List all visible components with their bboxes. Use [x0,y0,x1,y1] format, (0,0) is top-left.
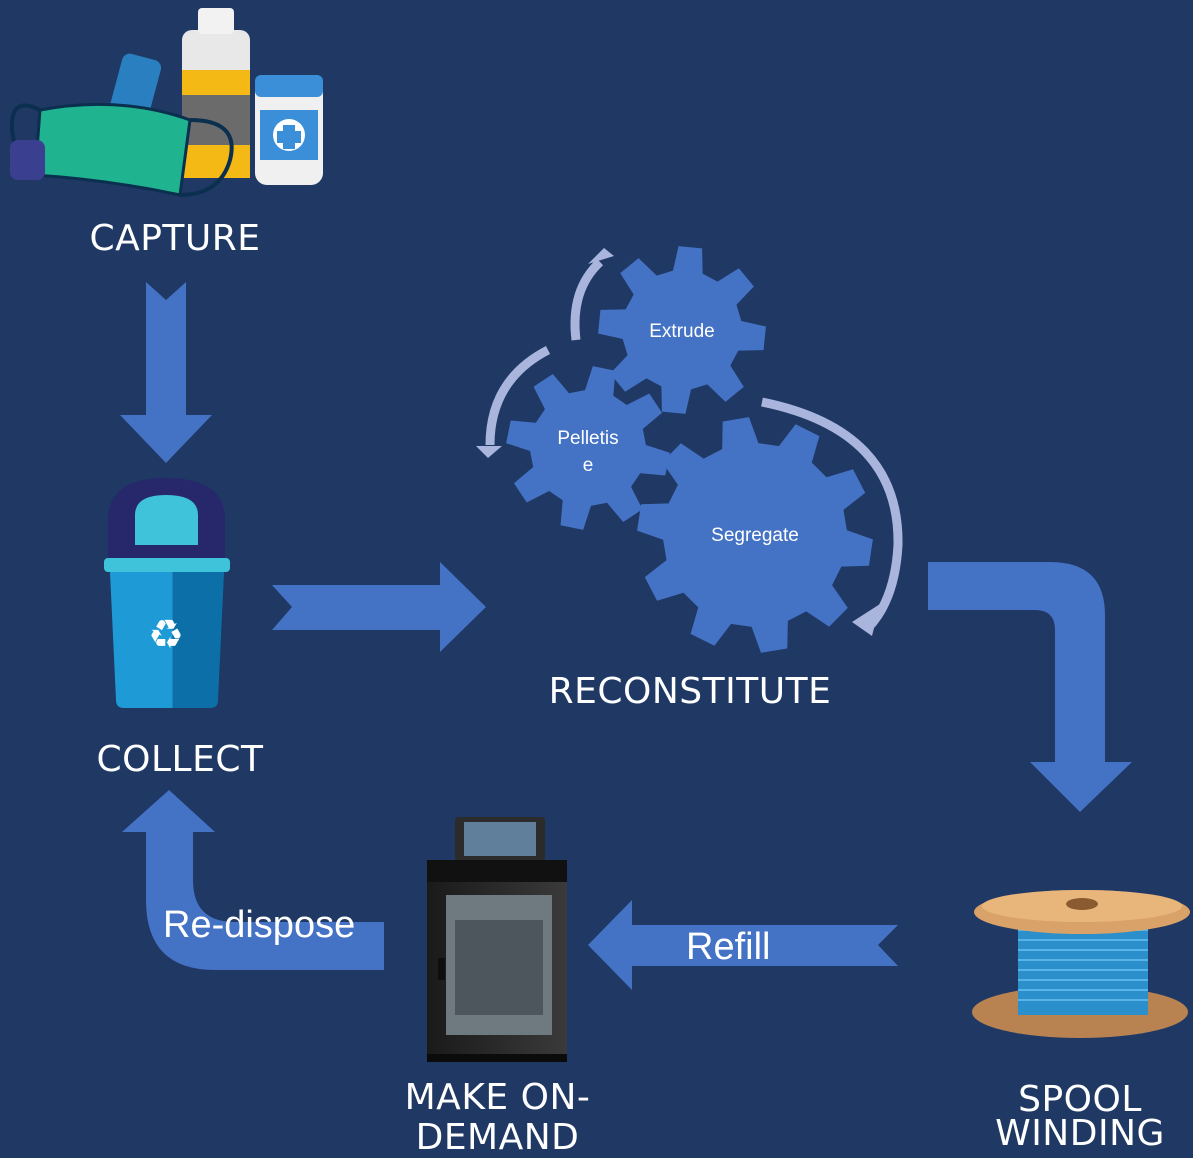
cycle-arrow-segregate-head [852,604,880,636]
refill-label: Refill [686,926,771,968]
stage-make-label-line1: MAKE ON- [404,1077,591,1118]
gear-segregate [637,417,873,653]
cycle-arrow-segregate [761,397,903,632]
stage-spool-label-line1: SPOOL [1018,1079,1142,1120]
stage-collect-label: COLLECT [96,739,264,780]
cycle-arrow-extrude [570,258,604,341]
redispose-label: Re-dispose [163,904,356,946]
filament-spool-icon [972,890,1190,1038]
arrow-reconstitute-spool [928,562,1132,812]
cycle-arrow-extrude-head [588,248,614,264]
arrow-collect-reconstitute [272,562,486,652]
arrow-capture-collect [120,282,212,463]
stage-make-label-line2: DEMAND [415,1117,580,1158]
arrow-redispose [122,790,384,970]
gear-pelletise [506,366,670,530]
recycle-bin-icon: ♻ [104,478,230,708]
gear-pelletise-label-line2: e [582,455,594,476]
3d-printer-icon [427,817,567,1062]
stage-reconstitute-label: RECONSTITUTE [548,671,832,712]
arrow-refill [588,900,898,990]
stage-spool-label-line2: WINDING [995,1113,1165,1154]
gear-extrude [598,246,766,414]
gears-cycle [476,246,903,653]
cycle-arrow-pelletise [485,346,551,446]
cycle-arrow-pelletise-head [476,446,502,458]
medical-waste-icon [9,8,323,197]
gear-extrude-label: Extrude [649,321,715,342]
gear-pelletise-label-line1: Pelletis [557,428,619,449]
gear-segregate-label: Segregate [711,525,799,546]
stage-capture-label: CAPTURE [89,218,261,259]
svg-text:♻: ♻ [148,612,184,658]
